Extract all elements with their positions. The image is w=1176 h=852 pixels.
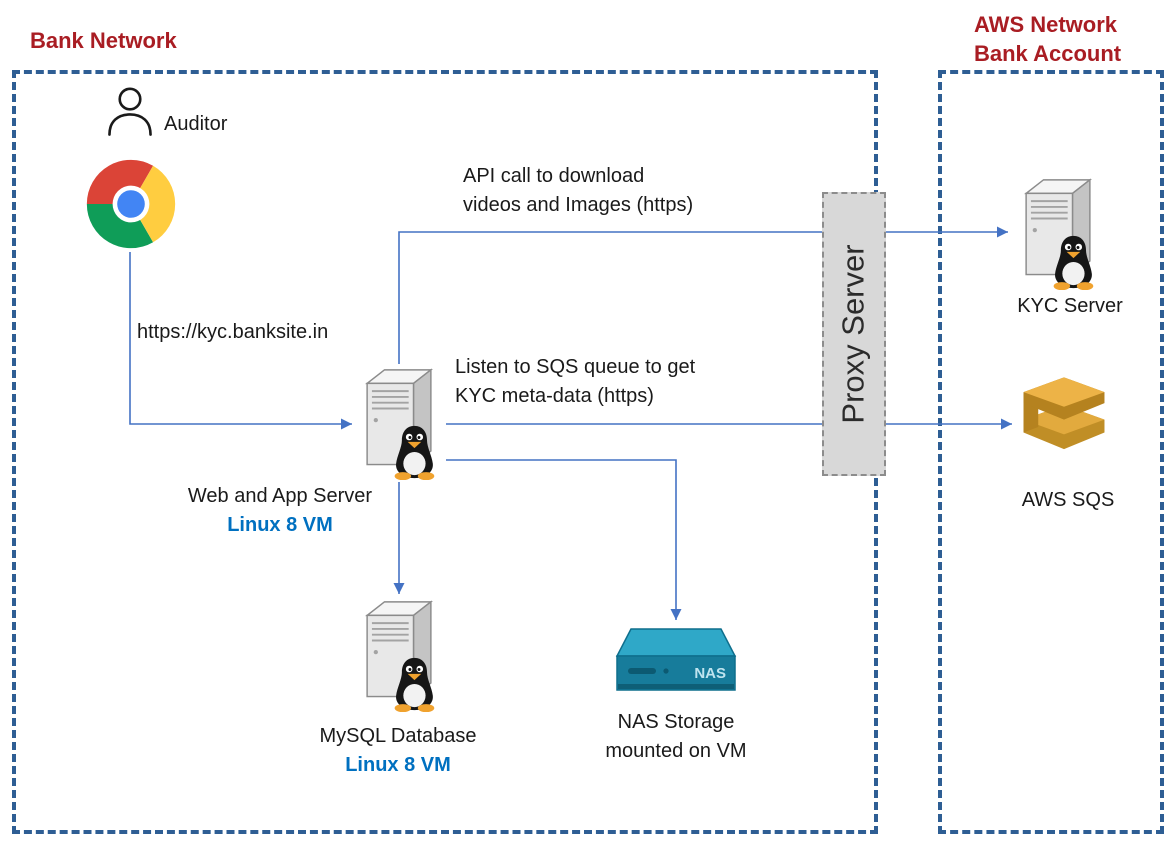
aws-sqs-icon xyxy=(1023,377,1105,450)
mysql-db-label: MySQL Database Linux 8 VM xyxy=(286,722,510,780)
web-app-server-label: Web and App Server Linux 8 VM xyxy=(168,482,392,540)
bank-network-title: Bank Network xyxy=(30,28,177,53)
auditor-person-icon xyxy=(108,87,152,136)
web-app-server-name: Web and App Server xyxy=(187,485,373,507)
aws-network-title: AWS Network Bank Account xyxy=(974,10,1121,68)
aws-network-title-line1: AWS Network xyxy=(974,12,1118,37)
mysql-server-icon xyxy=(366,600,436,712)
mysql-db-os: Linux 8 VM xyxy=(345,754,451,776)
api-download-line2: videos and Images (https) xyxy=(463,194,694,216)
sqs-listen-line1: Listen to SQS queue to get xyxy=(455,356,696,378)
browser-url-label: https://kyc.banksite.in xyxy=(137,321,329,343)
sqs-listen-line2: KYC meta-data (https) xyxy=(455,385,654,407)
api-download-line1: API call to download xyxy=(463,165,645,187)
nas-storage-line2: mounted on VM xyxy=(605,740,747,762)
aws-network-zone xyxy=(938,70,1164,834)
nas-storage-label: NAS Storage mounted on VM xyxy=(586,708,766,766)
connector-browser-to-webserver xyxy=(129,252,352,430)
web-app-server-icon xyxy=(366,368,436,480)
sqs-listen-flow-label: Listen to SQS queue to get KYC meta-data… xyxy=(455,353,695,411)
kyc-server-label: KYC Server xyxy=(1017,295,1123,317)
web-app-server-os: Linux 8 VM xyxy=(227,514,333,536)
nas-storage-icon: NAS xyxy=(615,628,737,691)
aws-network-title-line2: Bank Account xyxy=(974,41,1122,66)
aws-sqs-label: AWS SQS xyxy=(1021,489,1115,511)
nas-device-text: NAS xyxy=(694,665,726,682)
proxy-server-box: Proxy Server xyxy=(822,192,886,476)
api-download-flow-label: API call to download videos and Images (… xyxy=(463,162,693,220)
connector-webserver-to-kyc xyxy=(398,226,1008,364)
mysql-db-name: MySQL Database xyxy=(319,725,477,747)
kyc-server-icon xyxy=(1025,178,1095,290)
chrome-browser-icon xyxy=(86,159,176,249)
nas-storage-line1: NAS Storage xyxy=(617,711,735,733)
proxy-server-label: Proxy Server xyxy=(836,244,872,424)
auditor-label: Auditor xyxy=(164,113,228,135)
connector-webserver-to-nas xyxy=(446,459,682,620)
